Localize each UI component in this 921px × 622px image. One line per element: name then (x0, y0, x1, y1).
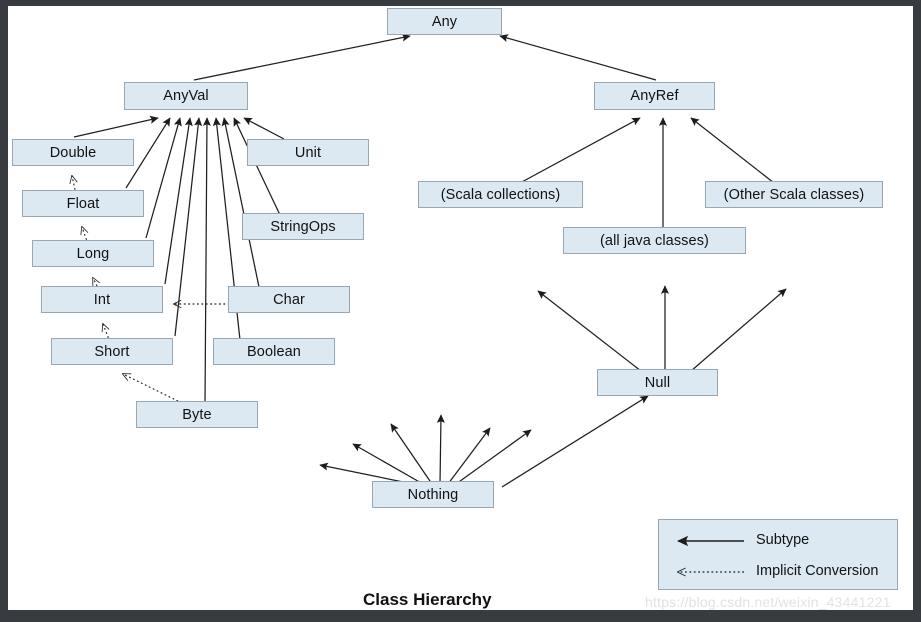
legend-artwork (658, 535, 744, 590)
edge-nothing-c (436, 414, 445, 485)
edge-otherscala-anyref (690, 117, 775, 184)
node-stringops[interactable]: StringOps (242, 213, 364, 240)
watermark-text: https://blog.csdn.net/weixin_43441221 (645, 594, 891, 610)
edge-byte-anyval (202, 117, 211, 405)
edge-scalacoll-anyref (519, 117, 641, 184)
diagram-title: Class Hierarchy (363, 590, 492, 609)
diagram-canvas: Any AnyVal AnyRef Double Unit Float (Sca… (8, 6, 913, 610)
node-anyref[interactable]: AnyRef (594, 82, 715, 110)
edge-null-scalacoll (537, 290, 642, 372)
node-anyval[interactable]: AnyVal (124, 82, 248, 110)
edge-short-anyval (174, 117, 203, 337)
node-long[interactable]: Long (32, 240, 154, 267)
node-nothing[interactable]: Nothing (372, 481, 494, 508)
edge-stringops-anyval (233, 117, 281, 216)
edge-int-anyval (164, 117, 193, 285)
node-any[interactable]: Any (387, 8, 502, 35)
edge-null-otherscala (690, 288, 787, 372)
edge-nothing-b (447, 427, 491, 485)
node-other-scala-classes[interactable]: (Other Scala classes) (705, 181, 883, 208)
node-scala-collections[interactable]: (Scala collections) (418, 181, 583, 208)
legend-box (658, 519, 898, 590)
node-unit[interactable]: Unit (247, 139, 369, 166)
node-byte[interactable]: Byte (136, 401, 258, 428)
node-double[interactable]: Double (12, 139, 134, 166)
edge-anyref-any (499, 34, 657, 81)
node-all-java-classes[interactable]: (all java classes) (563, 227, 746, 254)
legend-label-subtype: Subtype (756, 532, 810, 548)
edge-nothing-a (455, 429, 532, 485)
node-short[interactable]: Short (51, 338, 173, 365)
edge-nothing-null (501, 395, 649, 488)
edge-nothing-e (352, 443, 424, 485)
edge-double-anyval (73, 115, 159, 138)
edge-anyval-any (193, 33, 411, 81)
node-boolean[interactable]: Boolean (213, 338, 335, 365)
node-char[interactable]: Char (228, 286, 350, 313)
edge-nothing-d (390, 423, 433, 485)
node-float[interactable]: Float (22, 190, 144, 217)
node-int[interactable]: Int (41, 286, 163, 313)
legend-label-implicit: Implicit Conversion (756, 563, 879, 579)
edge-long-anyval (145, 117, 182, 239)
edge-unit-anyval (243, 117, 285, 140)
node-null[interactable]: Null (597, 369, 718, 396)
